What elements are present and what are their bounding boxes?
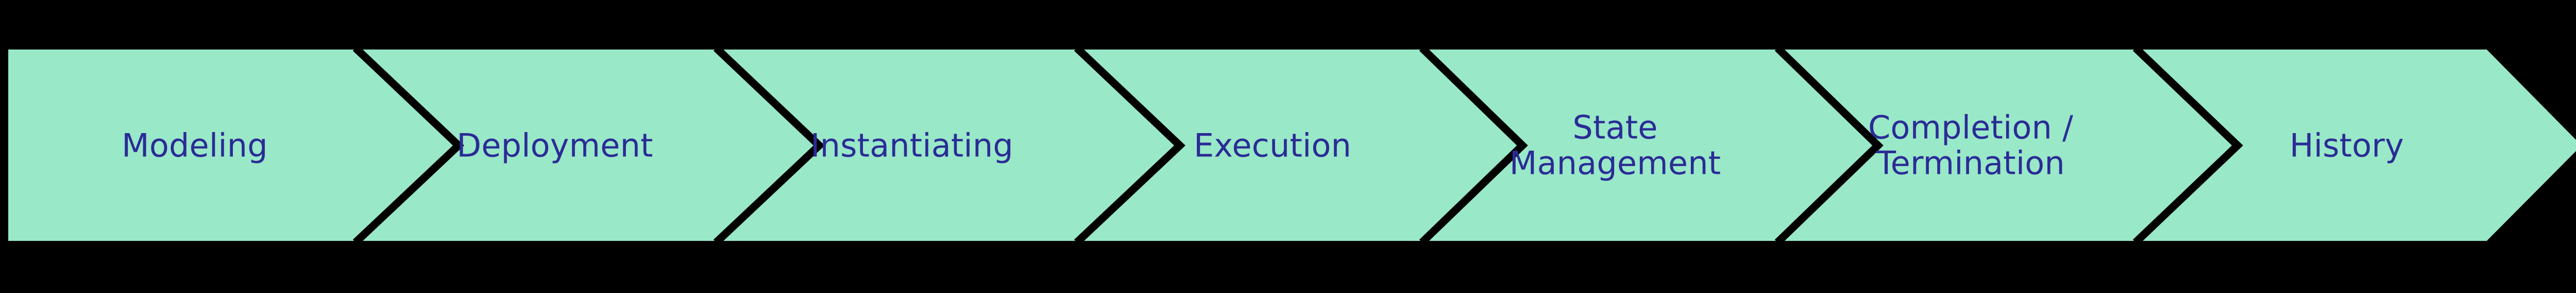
chevron-separator-2 [713, 45, 825, 246]
chevron-separator-3 [1074, 45, 1185, 246]
chevron-separator-6 [2132, 45, 2243, 246]
chevron-band-fill [5, 46, 2576, 244]
chevron-separator-4 [1419, 45, 1528, 246]
chevron-separator-1 [352, 45, 464, 246]
chevron-separator-5 [1774, 45, 1884, 246]
chevron-separators [352, 45, 2243, 246]
